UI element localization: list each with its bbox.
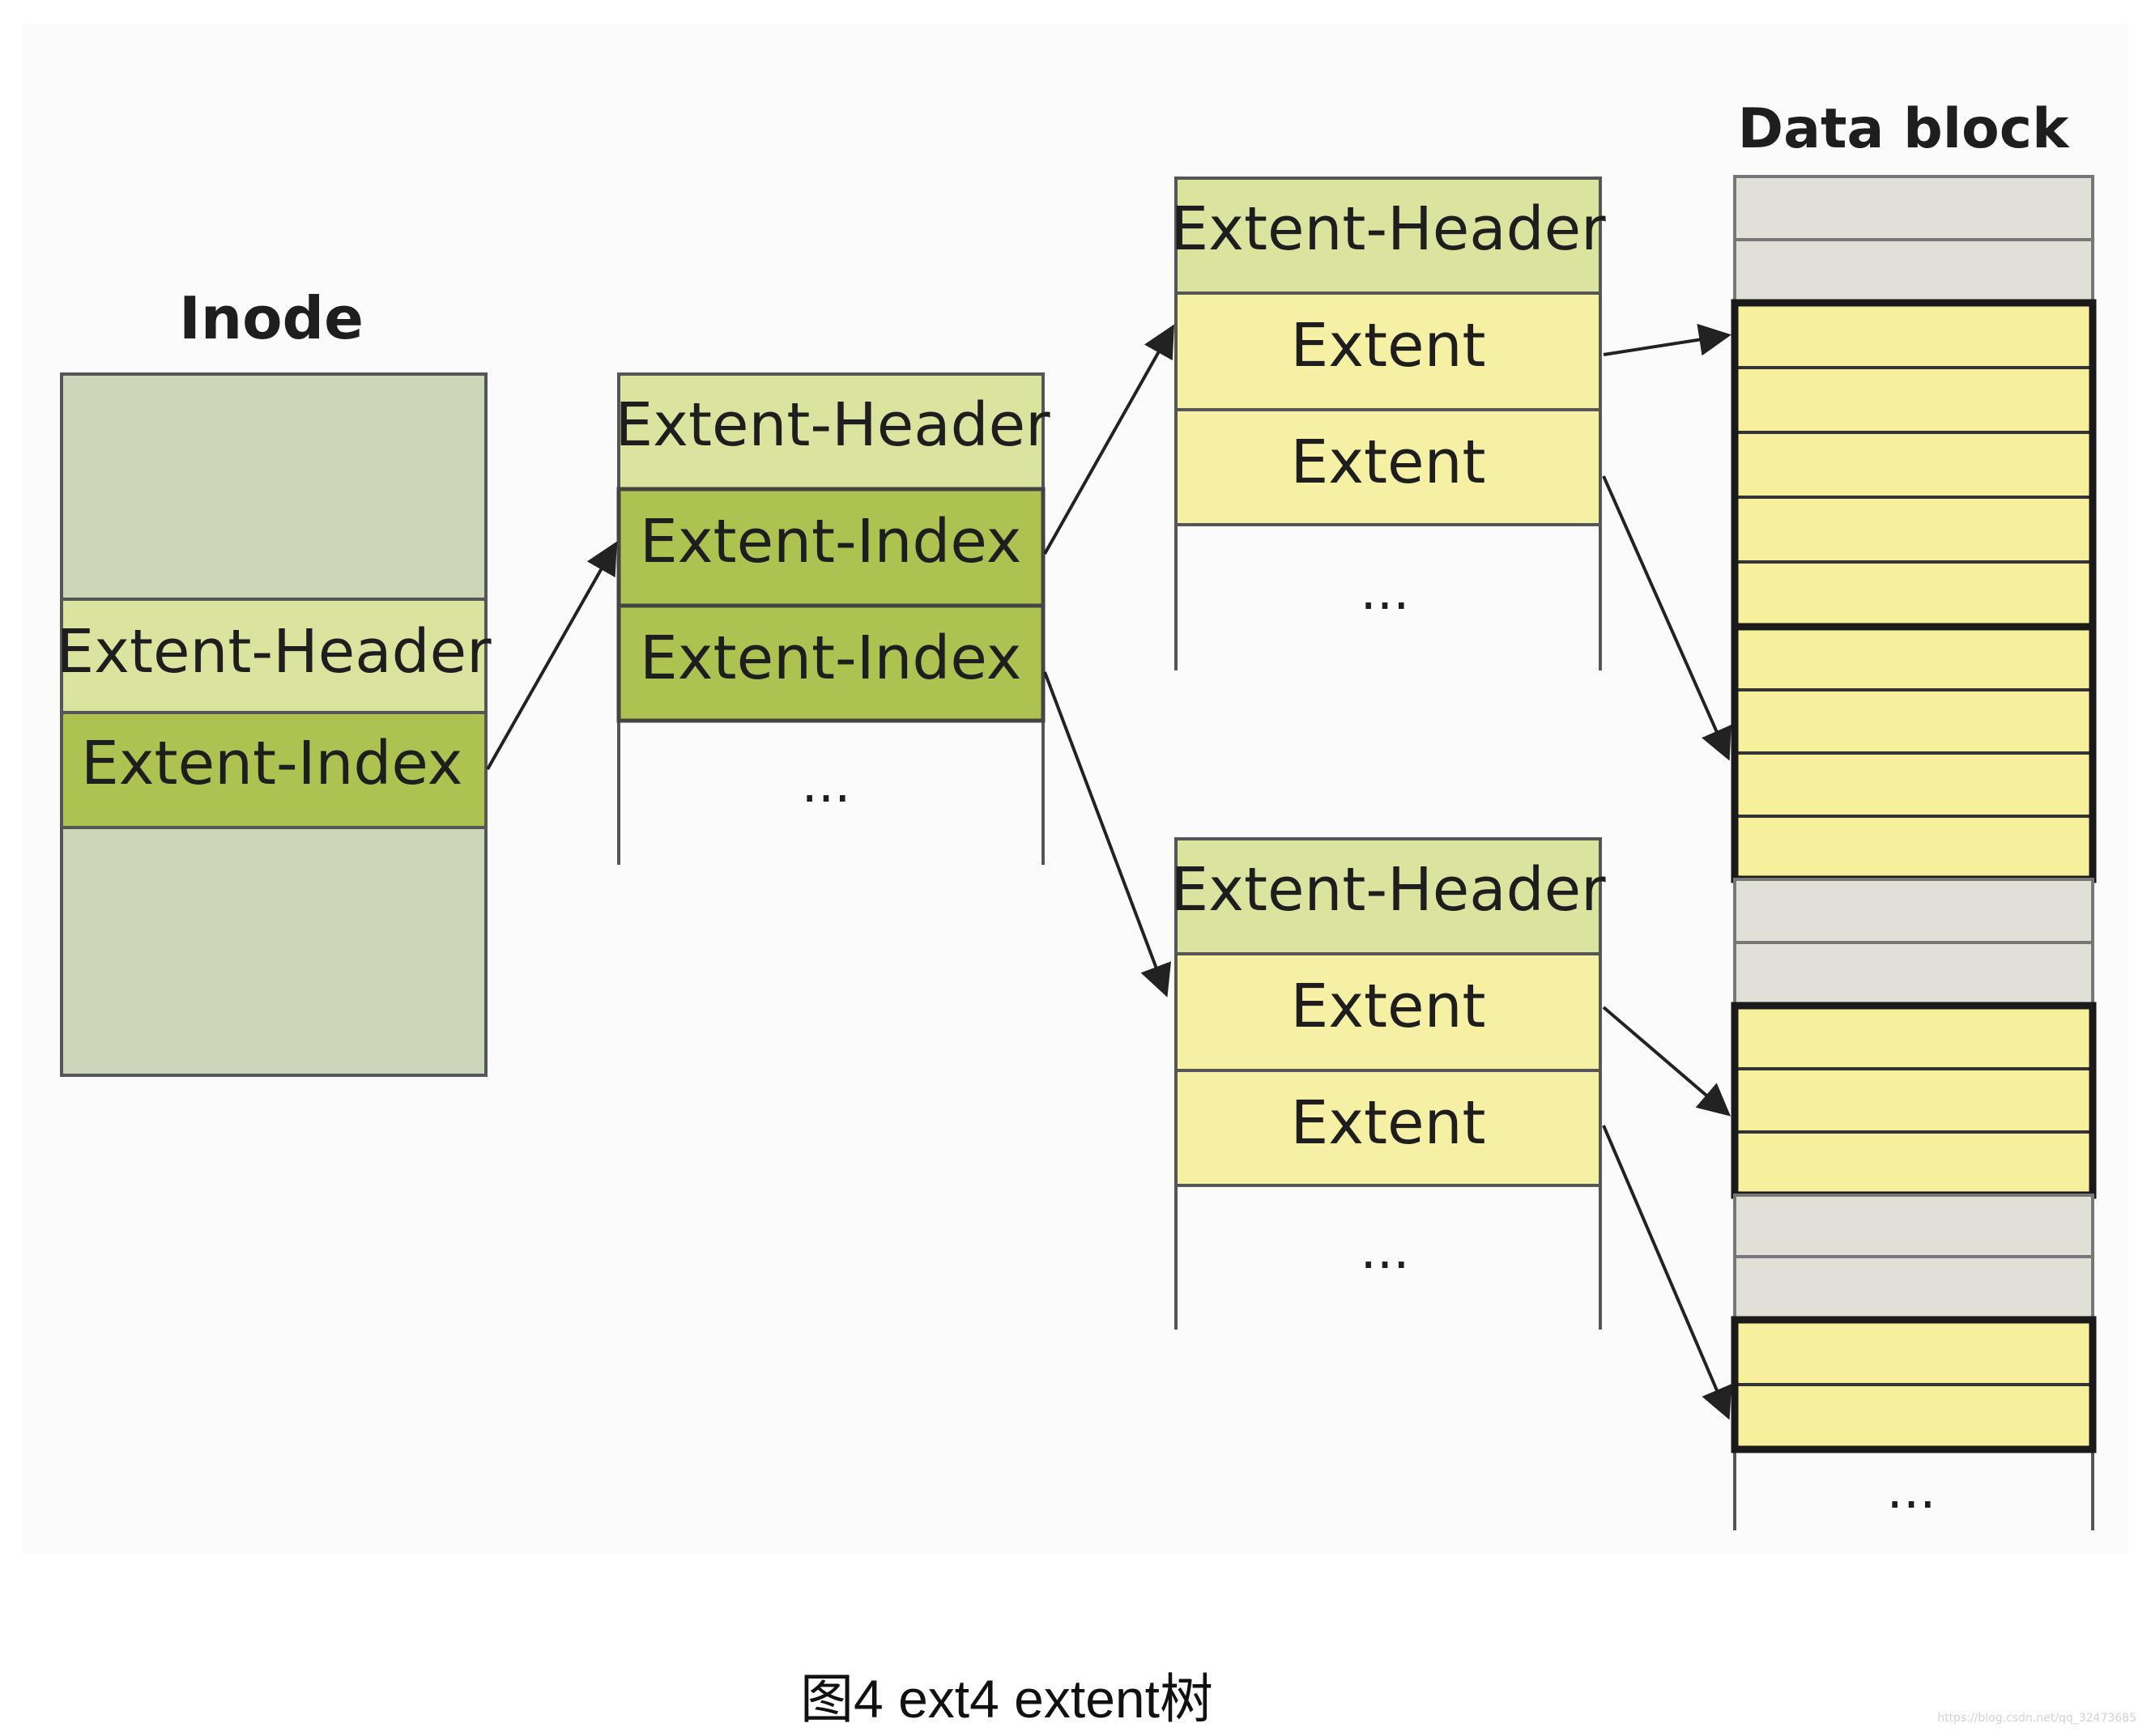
arrow-leaf-1-extent-1-to-blocks	[1603, 323, 1731, 356]
free-block	[1733, 941, 2094, 1007]
used-block	[1733, 1067, 2094, 1134]
index-node-extent-index-1-label: Extent-Index	[640, 507, 1021, 577]
leaf-node-2-extent-2	[1174, 1069, 1602, 1187]
used-block	[1733, 1318, 2094, 1386]
used-block	[1733, 1383, 2094, 1451]
arrow-index-2-to-leaf-node-2	[1043, 671, 1172, 998]
leaf-node-1-extent-header	[1174, 177, 1602, 295]
leaf-node-1-ellipsis: ...	[1360, 562, 1409, 622]
inode-extent-header	[60, 598, 488, 714]
used-block	[1733, 815, 2094, 881]
index-node-extent-index-2	[616, 603, 1046, 723]
leaf-node-1-extent-2	[1174, 408, 1602, 526]
used-block	[1733, 625, 2094, 691]
index-node-extent-index-2-label: Extent-Index	[640, 623, 1021, 693]
used-block	[1733, 1004, 2094, 1070]
leaf-node-1-extent-header-label: Extent-Header	[1170, 194, 1606, 264]
watermark: https://blog.csdn.net/qq_32473685	[1937, 1712, 2136, 1725]
arrow-index-1-to-leaf-node-1	[1043, 324, 1174, 555]
used-block	[1733, 688, 2094, 755]
leaf-node-2-extent-1	[1174, 952, 1602, 1072]
leaf-node-2-extent-1-label: Extent	[1290, 972, 1485, 1041]
free-block	[1733, 238, 2094, 304]
leaf-node-1-extent-2-label: Extent	[1290, 428, 1485, 497]
index-node-extent-header-label: Extent-Header	[615, 390, 1050, 460]
index-node-extent-header	[617, 372, 1045, 491]
inode-extent-index	[60, 711, 488, 829]
used-block	[1733, 496, 2094, 564]
used-block	[1733, 560, 2094, 628]
extent-tree-diagram: Inode Extent-Header Extent-Index Extent-…	[56, 97, 2097, 1530]
arrow-inode-to-index-node	[486, 541, 617, 770]
figure-caption: 图4 ext4 extent树	[800, 1669, 1213, 1729]
extent-range-outline	[1731, 1316, 2097, 1453]
leaf-node-2-extent-header-label: Extent-Header	[1170, 855, 1606, 925]
free-block	[1733, 878, 2094, 944]
used-block	[1733, 431, 2094, 499]
index-node-extent-index-1	[616, 487, 1046, 608]
index-node-ellipsis: ...	[801, 755, 850, 815]
free-block	[1733, 1194, 2094, 1258]
free-block	[1733, 175, 2094, 241]
used-block	[1733, 301, 2094, 369]
used-block	[1733, 751, 2094, 818]
arrow-leaf-1-extent-2-to-blocks	[1602, 475, 1731, 761]
free-block	[1733, 1255, 2094, 1321]
inode-extent-index-label: Extent-Index	[81, 729, 462, 798]
used-block	[1733, 366, 2094, 434]
data-block-title: Data block	[1738, 97, 2070, 161]
arrow-leaf-2-extent-2-to-blocks	[1602, 1125, 1732, 1420]
leaf-node-2-ellipsis: ...	[1360, 1221, 1409, 1281]
data-block-ellipsis: ...	[1886, 1461, 1936, 1521]
leaf-node-2-extent-2-label: Extent	[1290, 1088, 1485, 1158]
leaf-node-1-extent-1-label: Extent	[1290, 311, 1485, 381]
used-block	[1733, 1130, 2094, 1197]
arrow-leaf-2-extent-1-to-blocks	[1602, 1006, 1731, 1117]
inode-extent-header-label: Extent-Header	[56, 617, 492, 687]
leaf-node-1-extent-1	[1174, 291, 1602, 411]
inode-title: Inode	[179, 284, 364, 352]
